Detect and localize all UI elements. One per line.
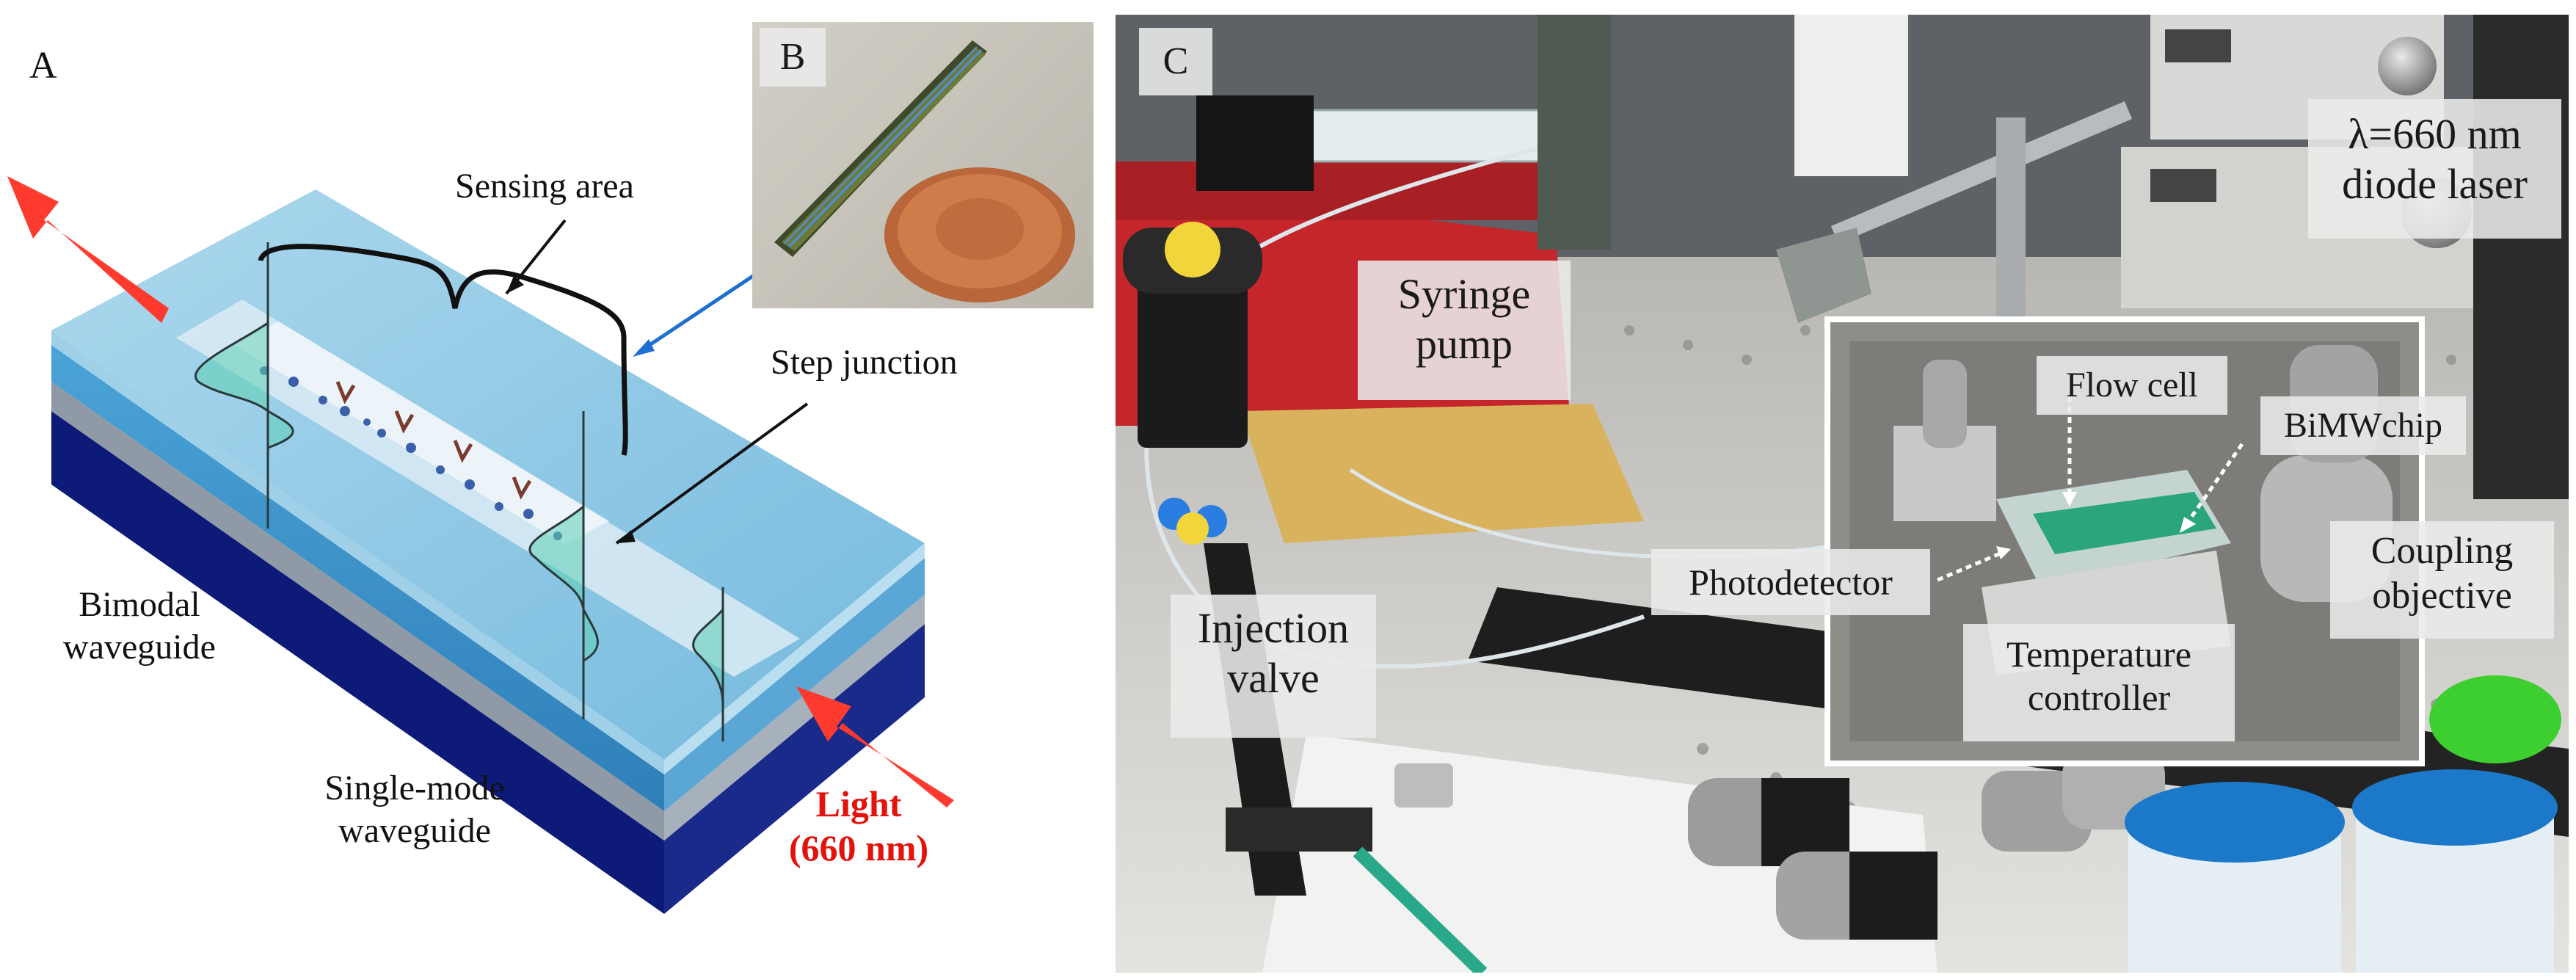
diode-laser-line2: diode laser [2342,160,2528,208]
temperature-controller-label: Temperature controller [1963,624,2235,741]
single-mode-line1: Single-mode [324,769,505,807]
diode-laser-label: λ=660 nm diode laser [2308,99,2561,239]
bottle [1794,15,1908,176]
syringe-pump-label: Syringe pump [1358,261,1571,400]
injection-valve-body [1138,257,1248,448]
cladding-right-face [664,595,925,841]
sensing-window-inner [235,322,609,545]
substrate-right-face [664,624,925,914]
core-left-face [51,345,664,811]
diode-laser-line1: λ=660 nm [2348,110,2522,158]
light-label: Light (660 nm) [749,782,969,870]
sensing-area-label: Sensing area [455,167,634,206]
injection-valve-line1: Injection [1197,604,1350,652]
lab-setup-illustration [1116,15,2569,973]
injection-valve-line2: valve [1227,654,1320,703]
bimodal-line2: waveguide [63,627,216,667]
upper-cladding-front [51,330,664,774]
green-object [2429,675,2561,763]
panel-a-letter: A [29,45,57,87]
sensing-area-brace [258,244,628,456]
flow-cell-label: Flow cell [2037,356,2227,415]
syringe-pump-base [1240,404,1644,543]
output-light-arrow [7,176,169,323]
panel-b-letter: B [760,28,826,87]
photodetector-label: Photodetector [1651,549,1930,615]
cladding-left-face [51,382,664,841]
chip-and-coin-illustration [774,40,1075,302]
temperature-controller-line2: controller [2027,677,2171,718]
light-line1: Light [815,783,902,824]
green-tube [1353,846,1488,973]
bimw-chip-label: BiMWchip [2260,396,2466,455]
light-line2: (660 nm) [788,827,929,868]
syringe-barrel [1290,109,1572,163]
temperature-controller-line1: Temperature [2006,634,2191,675]
inset-bimw-chip [2033,492,2216,554]
bimw-chip-pointer [2181,443,2244,530]
bimodal-line1: Bimodal [79,585,200,624]
mode-profiles [194,242,724,741]
lab-stand-arm [1830,101,2133,244]
syringe-pump-line1: Syringe [1397,270,1531,318]
coupling-objective-line1: Coupling [2371,530,2514,572]
panel-c-letter: C [1139,28,1212,95]
single-mode-waveguide-label: Single-mode waveguide [294,767,536,852]
panel-c-photo: C Syringe pump Injection valve λ=660 nm … [1116,15,2569,973]
input-light-arrow [796,686,954,807]
waveguide-diagram [7,176,954,914]
panel-a: A Sensing area Step junction Bimodal wav… [0,0,1101,980]
coupling-objective-label: Coupling objective [2330,521,2554,639]
panel-b-photo: B [752,22,1094,308]
bimodal-waveguide-label: Bimodal waveguide [29,584,250,668]
syringe-pump-line2: pump [1415,320,1513,369]
injection-valve-label: Injection valve [1171,595,1376,738]
yellow-valve-knob [1165,222,1220,277]
coupling-objective-line2: objective [2372,575,2512,617]
lab-stand-post [1538,15,1611,250]
photodetector-pointer [1937,548,2008,582]
single-mode-line2: waveguide [338,810,491,850]
fluid-tubing [1144,137,1645,669]
substrate-left-face [51,411,664,914]
step-junction-label: Step junction [771,343,958,382]
upper-cladding-right [664,543,925,774]
antibodies [335,381,532,500]
step-junction-pointer [615,402,809,545]
core-right-face [664,558,925,811]
